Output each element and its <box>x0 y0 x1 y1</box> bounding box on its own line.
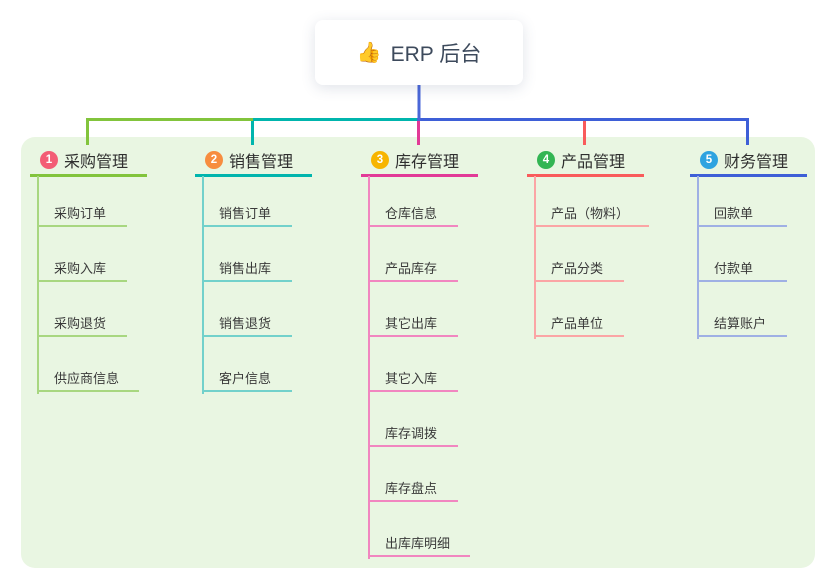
branch-title-label: 库存管理 <box>395 153 460 171</box>
branch-badge-icon: 2 <box>205 150 223 169</box>
child-node[interactable]: 其它出库 <box>368 311 458 337</box>
root-node[interactable]: 👍 ERP 后台 <box>315 20 523 85</box>
branch-title-label: 财务管理 <box>724 153 789 171</box>
child-node[interactable]: 销售退货 <box>202 311 292 337</box>
root-node-title: ERP 后台 <box>390 42 482 66</box>
branch-title-underline <box>361 174 478 177</box>
child-node[interactable]: 产品（物料） <box>534 201 650 227</box>
thumbs-up-icon: 👍 <box>356 42 382 64</box>
branch-title-underline <box>527 174 644 177</box>
branch-title-3[interactable]: 3 库存管理 <box>361 145 478 174</box>
child-node[interactable]: 产品分类 <box>534 256 624 282</box>
child-node[interactable]: 供应商信息 <box>37 366 140 392</box>
child-node[interactable]: 库存调拨 <box>368 421 458 447</box>
child-node[interactable]: 客户信息 <box>202 366 292 392</box>
child-node[interactable]: 产品库存 <box>368 256 458 282</box>
branch-title-1[interactable]: 1 采购管理 <box>30 145 147 174</box>
branch-badge-icon: 1 <box>40 150 58 169</box>
branch-title-underline <box>690 174 807 177</box>
branch-title-underline <box>30 174 147 177</box>
branch-children-connector <box>202 176 204 394</box>
child-node[interactable]: 结算账户 <box>697 311 787 337</box>
branch-children-connector <box>37 176 39 394</box>
branch-title-label: 产品管理 <box>561 153 626 171</box>
branch-children-connector <box>697 176 699 339</box>
branch-title-label: 销售管理 <box>229 153 294 171</box>
child-node[interactable]: 采购退货 <box>37 311 127 337</box>
branch-badge-icon: 4 <box>537 150 555 169</box>
branch-children-connector <box>534 176 536 339</box>
child-node[interactable]: 其它入库 <box>368 366 458 392</box>
child-node[interactable]: 付款单 <box>697 256 787 282</box>
child-node[interactable]: 仓库信息 <box>368 201 458 227</box>
branch-title-5[interactable]: 5 财务管理 <box>690 145 807 174</box>
child-node[interactable]: 回款单 <box>697 201 787 227</box>
branch-title-label: 采购管理 <box>64 153 129 171</box>
branch-badge-icon: 3 <box>371 150 389 169</box>
child-node[interactable]: 出库库明细 <box>368 531 471 557</box>
branch-title-2[interactable]: 2 销售管理 <box>195 145 312 174</box>
branches-panel <box>21 137 815 568</box>
child-node[interactable]: 采购入库 <box>37 256 127 282</box>
branch-title-underline <box>195 174 312 177</box>
child-node[interactable]: 销售出库 <box>202 256 292 282</box>
child-node[interactable]: 库存盘点 <box>368 476 458 502</box>
child-node[interactable]: 采购订单 <box>37 201 127 227</box>
child-node[interactable]: 产品单位 <box>534 311 624 337</box>
branch-children-connector <box>368 176 370 559</box>
child-node[interactable]: 销售订单 <box>202 201 292 227</box>
branch-badge-icon: 5 <box>700 150 718 169</box>
branch-title-4[interactable]: 4 产品管理 <box>527 145 644 174</box>
